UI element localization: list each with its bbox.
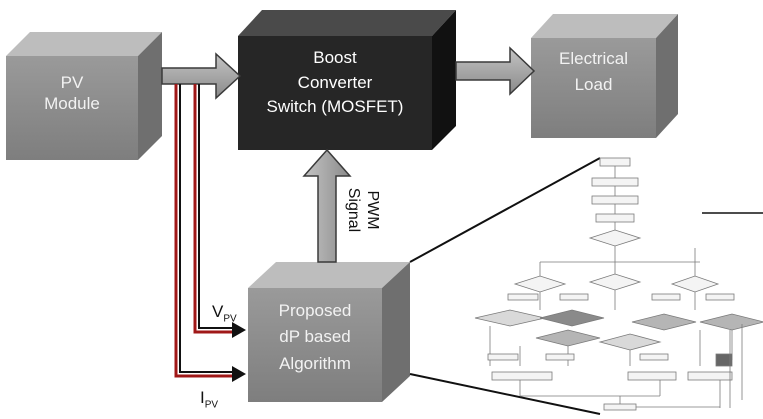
- arrow-pv-to-boost: [161, 52, 242, 100]
- algorithm-label: Proposed dP based Algorithm: [248, 298, 382, 377]
- arrow-boost-to-load: [455, 46, 536, 96]
- pv-module-block: [6, 32, 162, 160]
- ipv-sub: PV: [204, 399, 219, 411]
- algorithm-line-3: Algorithm: [279, 353, 351, 373]
- load-line-2: Load: [574, 75, 613, 95]
- ipv-main: I: [200, 388, 205, 407]
- load-line-1: Electrical: [559, 49, 628, 68]
- vpv-sense-line: [193, 84, 246, 338]
- pwm-line-1: PWM: [364, 190, 381, 230]
- boost-line-1: Boost: [313, 48, 357, 67]
- algorithm-line-1: Proposed: [278, 301, 352, 320]
- boost-line-2: Converter: [297, 72, 373, 92]
- boost-line-3: Switch (MOSFET): [266, 97, 404, 117]
- flowchart-thumbnail: [474, 157, 763, 411]
- arrow-pwm-signal: [302, 148, 352, 263]
- callout-lines: [409, 157, 763, 415]
- pwm-line-2: Signal: [344, 187, 362, 233]
- algorithm-block: [248, 262, 410, 402]
- algorithm-line-2: dP based: [279, 327, 351, 347]
- pv-module-line-2: Module: [44, 94, 100, 114]
- pv-module-label: PV Module: [6, 72, 138, 115]
- ipv-sense-line: [174, 84, 246, 382]
- vpv-main: V: [212, 302, 224, 321]
- pv-module-line-1: PV: [60, 73, 84, 92]
- vpv-sub: PV: [223, 313, 237, 325]
- boost-converter-label: Boost Converter Switch (MOSFET): [238, 46, 432, 120]
- vpv-label: VPV: [212, 302, 237, 324]
- pwm-signal-label: PWM Signal: [342, 160, 382, 260]
- electrical-load-block: [531, 14, 678, 138]
- ipv-label: IPV: [200, 388, 218, 410]
- boost-converter-block: [238, 10, 456, 150]
- electrical-load-label: Electrical Load: [531, 46, 656, 99]
